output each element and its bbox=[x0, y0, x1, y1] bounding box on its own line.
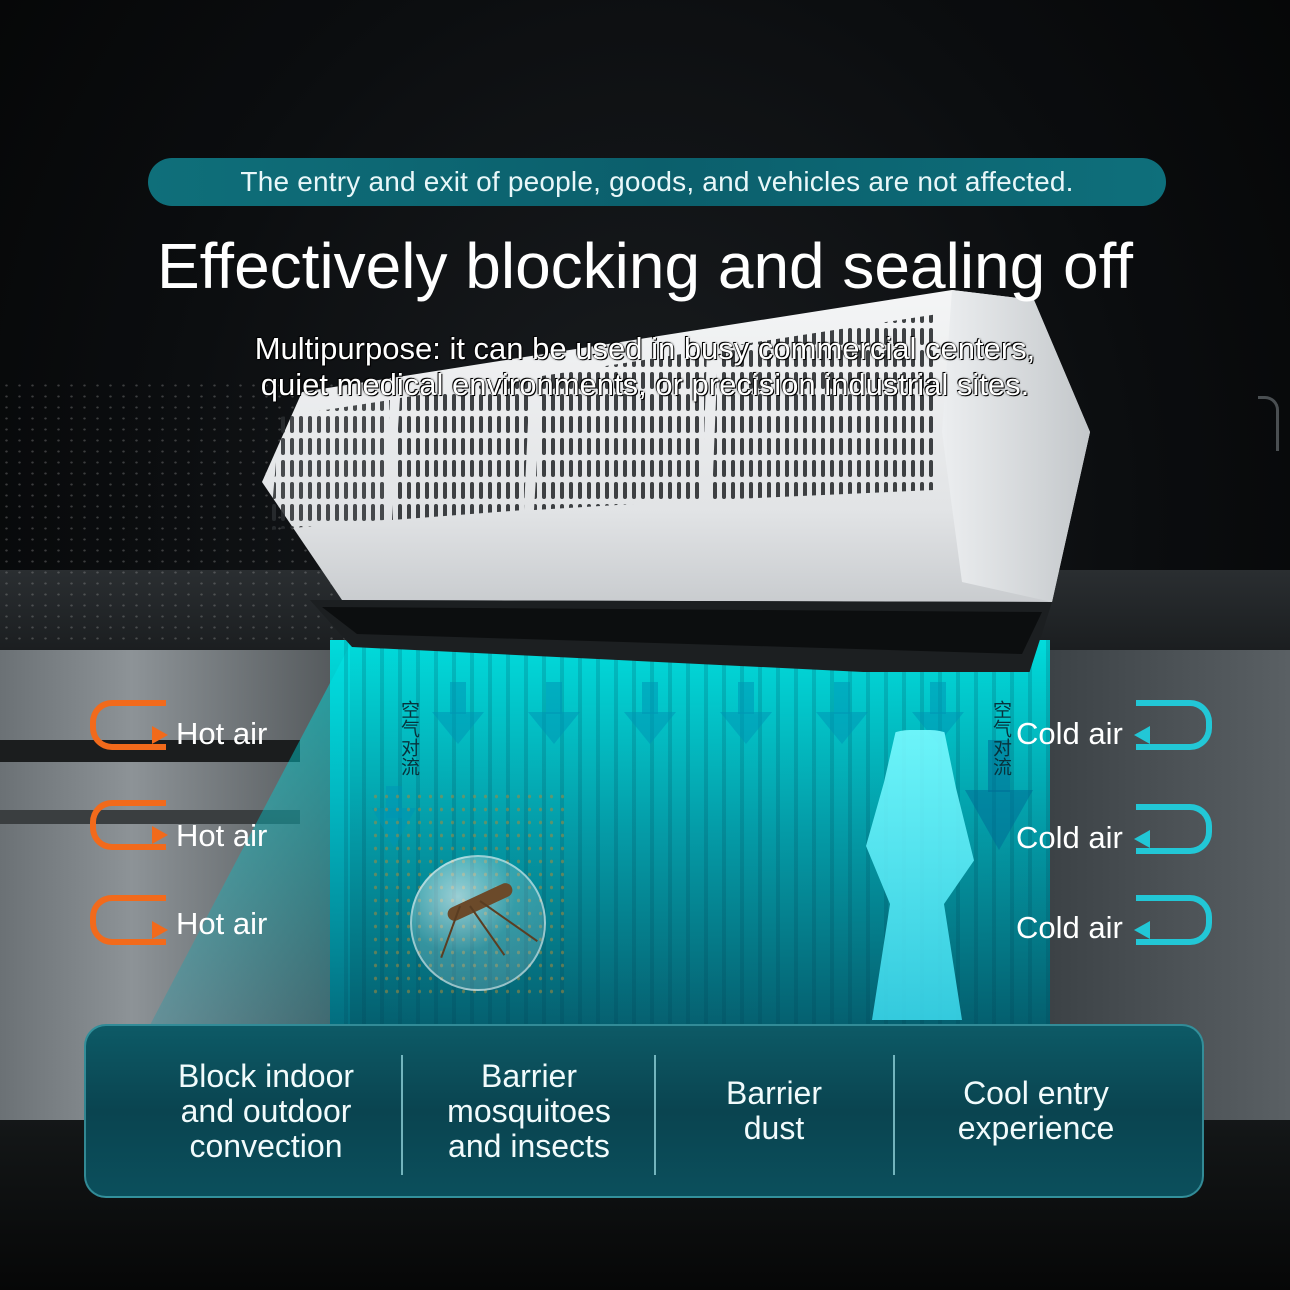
down-arrow-icon bbox=[432, 682, 484, 744]
cold-air-arrow-icon bbox=[1136, 700, 1212, 750]
hot-air-label-1: Hot air bbox=[176, 716, 268, 751]
feature-mosquitoes: Barrier mosquitoes and insects bbox=[404, 1024, 654, 1198]
large-down-arrow-icon bbox=[965, 740, 1033, 850]
cold-air-arrowhead-icon bbox=[1134, 921, 1150, 939]
hot-air-arrow-icon bbox=[90, 800, 166, 850]
cold-air-arrowhead-icon bbox=[1134, 830, 1150, 848]
hot-air-arrow-icon bbox=[90, 700, 166, 750]
cold-air-label-2: Cold air bbox=[1016, 820, 1123, 855]
mosquito-bubble bbox=[410, 855, 546, 991]
cold-air-arrow-icon bbox=[1136, 895, 1212, 945]
feature-line: and outdoor bbox=[180, 1092, 352, 1129]
top-banner: The entry and exit of people, goods, and… bbox=[148, 158, 1166, 206]
hot-air-label-3: Hot air bbox=[176, 906, 268, 941]
hot-air-label-2: Hot air bbox=[176, 818, 268, 853]
wall-hook bbox=[1258, 396, 1279, 451]
feature-line: mosquitoes bbox=[447, 1092, 611, 1129]
feature-line: Block indoor bbox=[177, 1057, 355, 1094]
feature-cool-entry: Cool entry experience bbox=[896, 1024, 1176, 1198]
subheadline-line-2: quiet medical environments, or precision… bbox=[260, 367, 1030, 402]
cold-air-arrowhead-icon bbox=[1134, 726, 1150, 744]
feature-line: Barrier bbox=[480, 1057, 577, 1094]
feature-line: experience bbox=[957, 1110, 1115, 1146]
feature-divider bbox=[401, 1055, 403, 1175]
feature-panel bbox=[84, 1024, 1204, 1198]
convection-label-right: 空气对流 bbox=[990, 700, 1012, 776]
cold-air-arrow-icon bbox=[1136, 804, 1212, 854]
subheadline-line-1: Multipurpose: it can be used in busy com… bbox=[254, 331, 1036, 366]
down-arrow-icon bbox=[624, 682, 676, 744]
headline: Effectively blocking and sealing off bbox=[156, 230, 1134, 302]
left-door-handle-bar bbox=[0, 740, 300, 762]
convection-label-left: 空气对流 bbox=[398, 700, 420, 776]
feature-line: Cool entry bbox=[963, 1075, 1109, 1111]
air-curtain-unit bbox=[262, 290, 1090, 672]
hot-air-arrowhead-icon bbox=[152, 921, 168, 939]
feature-line: and insects bbox=[448, 1127, 610, 1164]
banner-text: The entry and exit of people, goods, and… bbox=[240, 166, 1074, 197]
feature-line: Barrier bbox=[725, 1075, 822, 1111]
feature-dust: Barrier dust bbox=[656, 1024, 892, 1198]
feature-line: dust bbox=[743, 1110, 805, 1146]
feature-divider bbox=[893, 1055, 895, 1175]
hot-air-arrowhead-icon bbox=[152, 826, 168, 844]
feature-line: convection bbox=[189, 1127, 343, 1164]
subheadline: Multipurpose: it can be used in busy com… bbox=[0, 331, 1290, 403]
down-arrow-icon bbox=[528, 682, 580, 744]
cold-air-label-1: Cold air bbox=[1016, 716, 1123, 751]
down-arrow-icon bbox=[816, 682, 868, 744]
feature-convection: Block indoor and outdoor convection bbox=[134, 1024, 398, 1198]
hot-air-arrowhead-icon bbox=[152, 726, 168, 744]
cold-air-label-3: Cold air bbox=[1016, 910, 1123, 945]
feature-divider bbox=[654, 1055, 656, 1175]
down-arrow-icon bbox=[720, 682, 772, 744]
hot-air-arrow-icon bbox=[90, 895, 166, 945]
